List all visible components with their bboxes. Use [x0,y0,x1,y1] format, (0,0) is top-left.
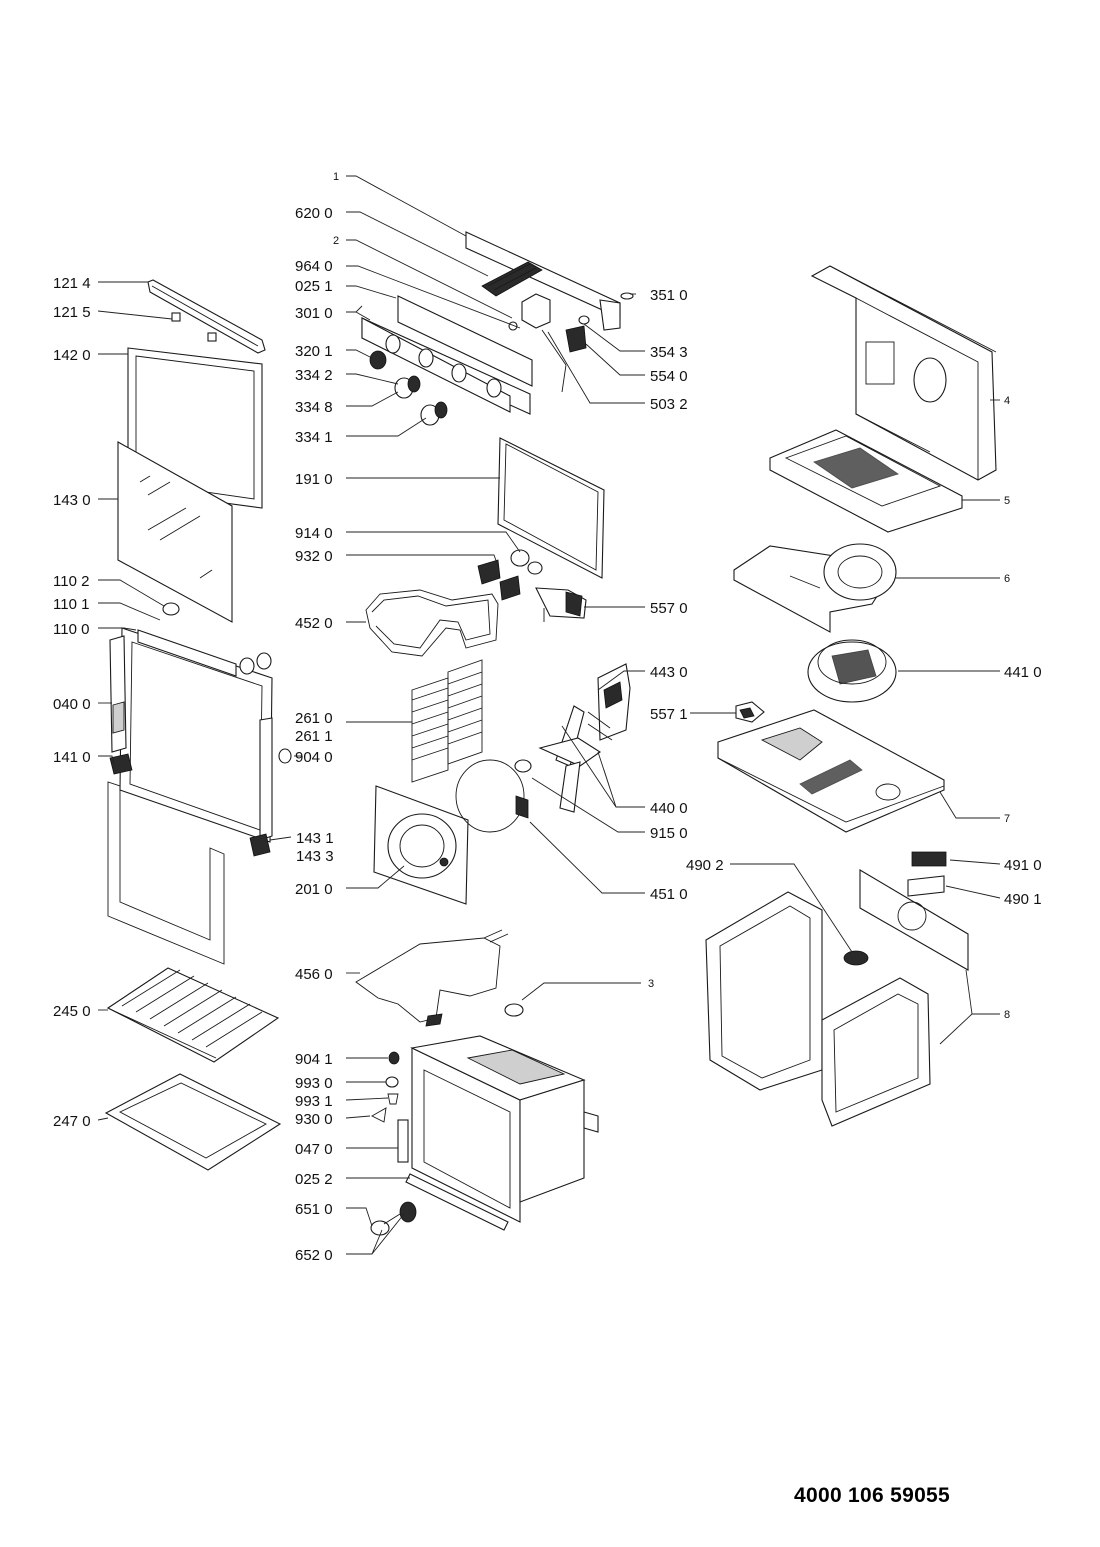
door-hinge-left-part [109,635,133,775]
label-914-0: 914 0 [295,525,333,542]
side-walls-assembly-part [705,869,969,1127]
label-2: 2 [333,235,339,247]
door-handle-part [147,279,266,354]
label-5: 5 [1004,495,1010,507]
oven-cavity-part [405,1035,599,1231]
door-seal-part [107,781,225,965]
fan-cover-plate-part [733,543,897,633]
label-1: 1 [333,171,339,183]
fan-motor-assembly-part [807,639,897,703]
control-knobs-part [369,350,448,426]
label-047-0: 047 0 [295,1141,333,1158]
label-964-0: 964 0 [295,258,333,275]
label-932-0: 932 0 [295,548,333,565]
thermostat-part [535,587,587,622]
label-191-0: 191 0 [295,471,333,488]
label-491-0: 491 0 [1004,857,1042,874]
label-3: 3 [648,978,654,990]
timer-switch-part [508,293,567,393]
small-components-part [370,1051,417,1236]
label-490-2: 490 2 [686,857,724,874]
thermal-switch-part [735,701,765,723]
label-557-0: 557 0 [650,600,688,617]
cooling-duct-part [717,709,945,833]
label-930-0: 930 0 [295,1111,333,1128]
label-110-0: 110 0 [53,621,89,638]
top-panel-part [810,265,997,481]
document-number: 4000 106 59055 [794,1484,951,1507]
label-993-0: 993 0 [295,1075,333,1092]
control-panel-bracket-part [465,231,634,331]
label-334-1: 334 1 [295,429,333,446]
circular-heating-element-part [455,759,529,833]
label-620-0: 620 0 [295,205,333,222]
baking-tray-part [104,1073,282,1171]
label-993-1: 993 1 [295,1093,333,1110]
label-025-2: 025 2 [295,1171,333,1188]
label-110-2: 110 2 [53,573,89,590]
label-554-0: 554 0 [650,368,688,385]
rear-fan-cover-part [373,785,469,905]
fan-blade-part [514,705,601,813]
label-261-0: 261 0 [295,710,333,727]
inner-door-glass-part [117,441,233,623]
fan-motor-part [587,663,631,741]
label-904-0: 904 0 [295,749,333,766]
label-451-0: 451 0 [650,886,688,903]
label-443-0: 443 0 [650,664,688,681]
label-141-0: 141 0 [53,749,91,766]
label-143-3: 143 3 [296,848,334,865]
label-143-0: 143 0 [53,492,91,509]
label-110-1: 110 1 [53,596,89,613]
label-121-5: 121 5 [53,304,91,321]
label-334-2: 334 2 [295,367,333,384]
side-racks-part [411,659,483,783]
terminal-strip-part [907,851,947,897]
label-452-0: 452 0 [295,615,333,632]
label-7: 7 [1004,813,1010,825]
inner-door-frame-part [119,627,273,843]
label-904-1: 904 1 [295,1051,333,1068]
bottom-panel-part [769,429,963,533]
label-441-0: 441 0 [1004,664,1042,681]
control-panel-part [361,295,533,415]
label-456-0: 456 0 [295,966,333,983]
label-915-0: 915 0 [650,825,688,842]
label-201-0: 201 0 [295,881,333,898]
label-490-1: 490 1 [1004,891,1042,908]
label-142-0: 142 0 [53,347,91,364]
top-heating-element-part [365,549,543,657]
label-121-4: 121 4 [53,275,91,292]
label-320-1: 320 1 [295,343,333,360]
grill-element-part [355,929,509,1027]
selector-switch-part [565,315,590,353]
label-261-1: 261 1 [295,728,333,745]
label-245-0: 245 0 [53,1003,91,1020]
label-8: 8 [1004,1009,1010,1021]
label-503-2: 503 2 [650,396,688,413]
label-247-0: 247 0 [53,1113,91,1130]
terminal-block-part [481,261,543,297]
wire-shelf-part [106,967,280,1063]
door-hinge-right-part [249,717,292,857]
label-557-1: 557 1 [650,706,688,723]
label-334-8: 334 8 [295,399,333,416]
label-143-1: 143 1 [296,830,334,847]
part-number-labels: 1 620 0 2 964 0 025 1 301 0 320 1 334 2 … [53,171,1042,1264]
label-025-1: 025 1 [295,278,333,295]
label-4: 4 [1004,395,1010,407]
leader-lines [97,175,1001,1255]
label-6: 6 [1004,573,1010,585]
label-301-0: 301 0 [295,305,333,322]
label-652-0: 652 0 [295,1247,333,1264]
door-gasket-part [497,437,605,579]
label-040-0: 040 0 [53,696,91,713]
oven-lamp-part [504,1003,524,1017]
label-651-0: 651 0 [295,1201,333,1218]
label-354-3: 354 3 [650,344,688,361]
label-351-0: 351 0 [650,287,688,304]
label-440-0: 440 0 [650,800,688,817]
